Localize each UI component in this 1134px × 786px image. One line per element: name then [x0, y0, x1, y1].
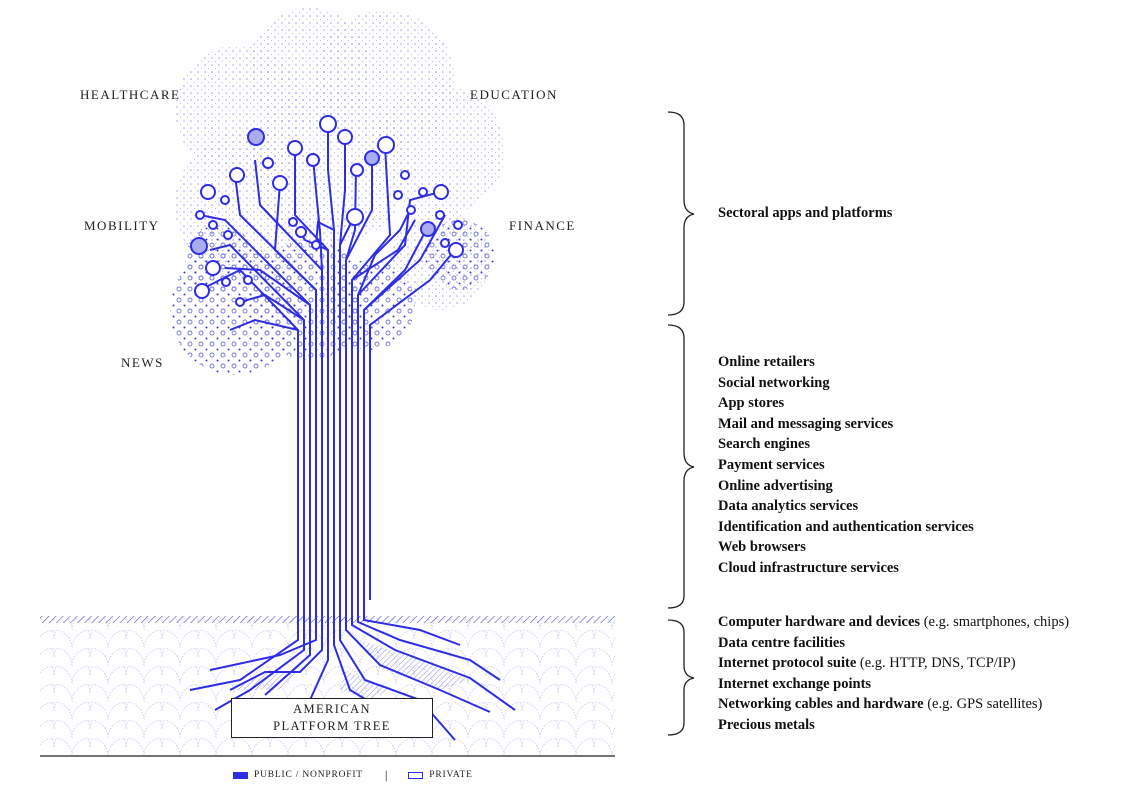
infrastructure-item: Internet exchange points [718, 674, 1069, 695]
sector-label-news: NEWS [121, 355, 164, 370]
legend-separator: | [384, 767, 389, 782]
service-item: Payment services [718, 456, 825, 473]
infrastructure-item-label: Precious metals [718, 716, 815, 733]
tree-label-line1: AMERICAN [293, 702, 371, 716]
infrastructure-item-label: Networking cables and hardware [718, 696, 924, 713]
layer-infrastructure-list: Computer hardware and devices (e.g. smar… [718, 612, 1069, 736]
infrastructure-item-label: Data centre facilities [718, 634, 845, 651]
canopy-cloud [170, 8, 505, 375]
sector-label-finance: FINANCE [509, 218, 576, 233]
legend-swatch-private [408, 771, 424, 779]
service-item: Web browsers [718, 539, 806, 556]
infrastructure-item-label: Computer hardware and devices [718, 614, 921, 630]
tree-label-box: AMERICAN PLATFORM TREE [231, 698, 433, 738]
infrastructure-item-note: (e.g. GPS satellites) [923, 696, 1043, 713]
tree-label-line2: PLATFORM TREE [273, 719, 391, 733]
legend-label-public: PUBLIC / NONPROFIT [254, 770, 363, 780]
service-item: Search engines [718, 436, 810, 453]
brace-infrastructure [667, 619, 695, 736]
legend-label-private: PRIVATE [429, 770, 473, 780]
service-item: Data analytics services [718, 498, 859, 515]
braces [667, 111, 695, 736]
service-item: Mail and messaging services [718, 415, 894, 432]
infrastructure-item-label: Internet exchange points [718, 675, 872, 692]
service-item: Online retailers [718, 354, 815, 370]
infrastructure-item: Internet protocol suite (e.g. HTTP, DNS,… [718, 653, 1069, 674]
service-item: Online advertising [718, 477, 833, 494]
infrastructure-item-label: Internet protocol suite [718, 655, 857, 672]
infrastructure-item-note: (e.g. smartphones, chips) [920, 614, 1070, 630]
sector-label-education: EDUCATION [470, 87, 558, 102]
tree-nodes [190, 115, 464, 307]
layer-apps-title: Sectoral apps and platforms [718, 205, 893, 221]
service-item: App stores [718, 395, 785, 412]
infrastructure-item: Precious metals [718, 715, 1069, 736]
brace-services [667, 324, 695, 609]
service-item: Cloud infrastructure services [718, 559, 899, 576]
infrastructure-item: Computer hardware and devices (e.g. smar… [718, 612, 1069, 633]
legend-swatch-public [233, 771, 248, 779]
infrastructure-item: Networking cables and hardware (e.g. GPS… [718, 694, 1069, 715]
infrastructure-item: Data centre facilities [718, 633, 1069, 654]
tree-branches [199, 122, 456, 600]
service-item: Identification and authentication servic… [718, 518, 974, 535]
sector-label-mobility: MOBILITY [84, 218, 160, 233]
infrastructure-item-note: (e.g. HTTP, DNS, TCP/IP) [856, 655, 1016, 672]
brace-apps [667, 111, 695, 316]
service-item: Social networking [718, 374, 830, 391]
legend: PUBLIC / NONPROFIT | PRIVATE [233, 767, 473, 783]
sector-label-healthcare: HEALTHCARE [80, 87, 181, 102]
